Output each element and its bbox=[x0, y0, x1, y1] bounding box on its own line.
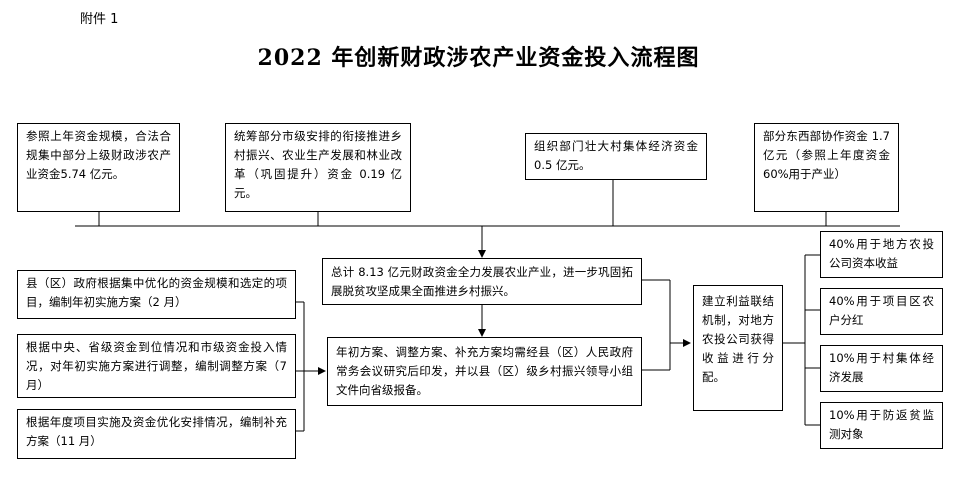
page-title: 2022 年创新财政涉农产业资金投入流程图 bbox=[257, 45, 700, 71]
source-text-3: 组织部门壮大村集体经济资金 0.5 亿元。 bbox=[534, 139, 698, 172]
distribution-text-1: 40%用于地方农投公司资本收益 bbox=[829, 237, 934, 270]
distribution-box-2: 40%用于项目区农户分红 bbox=[820, 288, 943, 335]
distribution-text-3: 10%用于村集体经济发展 bbox=[829, 351, 934, 384]
source-text-4: 部分东西部协作资金 1.7 亿元（参照上年度资金 60%用于产业） bbox=[763, 129, 890, 181]
plan-box-initial: 县（区）政府根据集中优化的资金规模和选定的项目，编制年初实施方案（2 月） bbox=[17, 270, 296, 319]
distribution-text-4: 10%用于防返贫监测对象 bbox=[829, 408, 934, 441]
distribution-box-1: 40%用于地方农投公司资本收益 bbox=[820, 231, 943, 278]
distribution-box-3: 10%用于村集体经济发展 bbox=[820, 345, 943, 392]
mechanism-box: 建立利益联结机制，对地方农投公司获得收益进行分配。 bbox=[693, 285, 783, 411]
plan-text-initial: 县（区）政府根据集中优化的资金规模和选定的项目，编制年初实施方案（2 月） bbox=[26, 276, 287, 309]
attachment-label: 附件 1 bbox=[80, 12, 119, 27]
plan-box-adjust: 根据中央、省级资金到位情况和市级资金投入情况，对年初实施方案进行调整，编制调整方… bbox=[17, 334, 296, 398]
total-box: 总计 8.13 亿元财政资金全力发展农业产业，进一步巩固拓展脱贫攻坚成果全面推进… bbox=[322, 258, 642, 305]
plan-box-supplement: 根据年度项目实施及资金优化安排情况，编制补充方案（11 月） bbox=[17, 409, 296, 459]
distribution-text-2: 40%用于项目区农户分红 bbox=[829, 294, 934, 327]
distribution-box-4: 10%用于防返贫监测对象 bbox=[820, 402, 943, 449]
source-text-2: 统筹部分市级安排的衔接推进乡村振兴、农业生产发展和林业改革（巩固提升）资金 0.… bbox=[234, 129, 402, 200]
approval-text: 年初方案、调整方案、补充方案均需经县（区）人民政府常务会议研究后印发，并以县（区… bbox=[336, 345, 633, 397]
source-text-1: 参照上年资金规模，合法合规集中部分上级财政涉农产业资金5.74 亿元。 bbox=[26, 129, 171, 181]
source-box-3: 组织部门壮大村集体经济资金 0.5 亿元。 bbox=[525, 133, 707, 180]
source-box-4: 部分东西部协作资金 1.7 亿元（参照上年度资金 60%用于产业） bbox=[754, 123, 899, 212]
plan-text-supplement: 根据年度项目实施及资金优化安排情况，编制补充方案（11 月） bbox=[26, 415, 287, 448]
source-box-2: 统筹部分市级安排的衔接推进乡村振兴、农业生产发展和林业改革（巩固提升）资金 0.… bbox=[225, 123, 411, 212]
source-box-1: 参照上年资金规模，合法合规集中部分上级财政涉农产业资金5.74 亿元。 bbox=[17, 123, 180, 212]
plan-text-adjust: 根据中央、省级资金到位情况和市级资金投入情况，对年初实施方案进行调整，编制调整方… bbox=[26, 340, 287, 392]
mechanism-text: 建立利益联结机制，对地方农投公司获得收益进行分配。 bbox=[702, 294, 774, 384]
approval-box: 年初方案、调整方案、补充方案均需经县（区）人民政府常务会议研究后印发，并以县（区… bbox=[327, 337, 642, 406]
total-text: 总计 8.13 亿元财政资金全力发展农业产业，进一步巩固拓展脱贫攻坚成果全面推进… bbox=[331, 265, 633, 298]
